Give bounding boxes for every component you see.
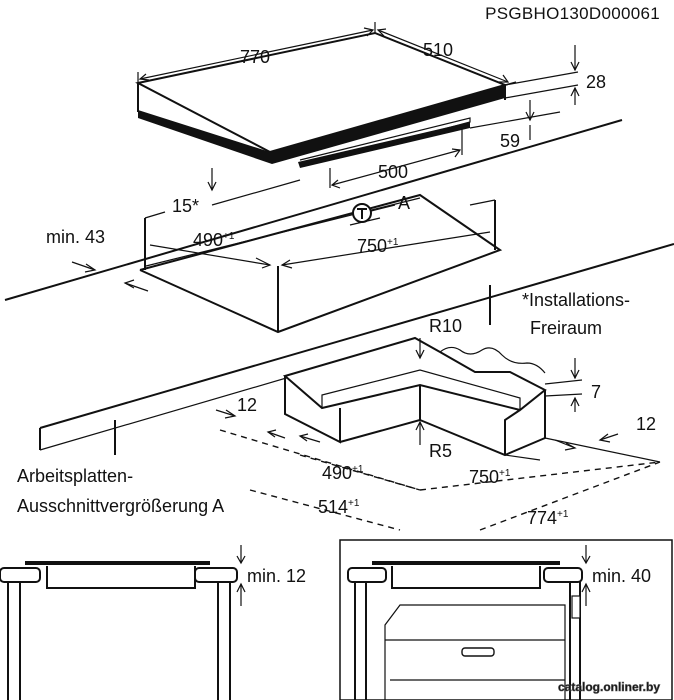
detail-a-drawing bbox=[215, 336, 661, 531]
section-left-clearance-label: min. 12 bbox=[247, 566, 306, 586]
section-right-clearance-label: min. 40 bbox=[592, 566, 651, 586]
detail-outer-depth-label: 514+1 bbox=[318, 497, 360, 517]
detail-depth-label: 490+1 bbox=[322, 463, 364, 483]
section-right-drawing bbox=[339, 539, 673, 700]
margin-left-label: 12 bbox=[237, 395, 257, 415]
edge-height-label: 7 bbox=[591, 382, 601, 402]
front-distance-label: min. 43 bbox=[46, 227, 105, 247]
note-line-1: *Installations- bbox=[522, 290, 630, 310]
watermark: catalog.onliner.by bbox=[558, 680, 660, 694]
document-code: PSGBHO130D000061 bbox=[485, 4, 660, 23]
hob-height-label: 28 bbox=[586, 72, 606, 92]
detail-outer-width-label: 774+1 bbox=[527, 508, 569, 528]
clearance-mark-label: 15* bbox=[172, 196, 199, 216]
cutout-marker-label: A bbox=[398, 193, 410, 213]
hob-bottom-height-label: 59 bbox=[500, 131, 520, 151]
hob-bottom-width-label: 500 bbox=[378, 162, 408, 182]
detail-caption-line-1: Arbeitsplatten- bbox=[17, 466, 133, 486]
cutout-width-label: 750+1 bbox=[357, 236, 399, 256]
detail-width-label: 750+1 bbox=[469, 467, 511, 487]
hob-dimensions bbox=[137, 22, 580, 189]
section-left-drawing bbox=[0, 545, 246, 700]
detail-caption-line-2: Ausschnittvergrößerung A bbox=[17, 496, 224, 516]
radius-inner-label: R5 bbox=[429, 441, 452, 461]
cutout-depth-label: 490+1 bbox=[193, 230, 235, 250]
radius-outer-label: R10 bbox=[429, 316, 462, 336]
hob-width-label: 770 bbox=[240, 47, 270, 67]
worktop-drawing bbox=[4, 119, 674, 455]
note-line-2: Freiraum bbox=[530, 318, 602, 338]
hob-drawing bbox=[135, 31, 509, 168]
hob-depth-label: 510 bbox=[423, 40, 453, 60]
margin-right-label: 12 bbox=[636, 414, 656, 434]
